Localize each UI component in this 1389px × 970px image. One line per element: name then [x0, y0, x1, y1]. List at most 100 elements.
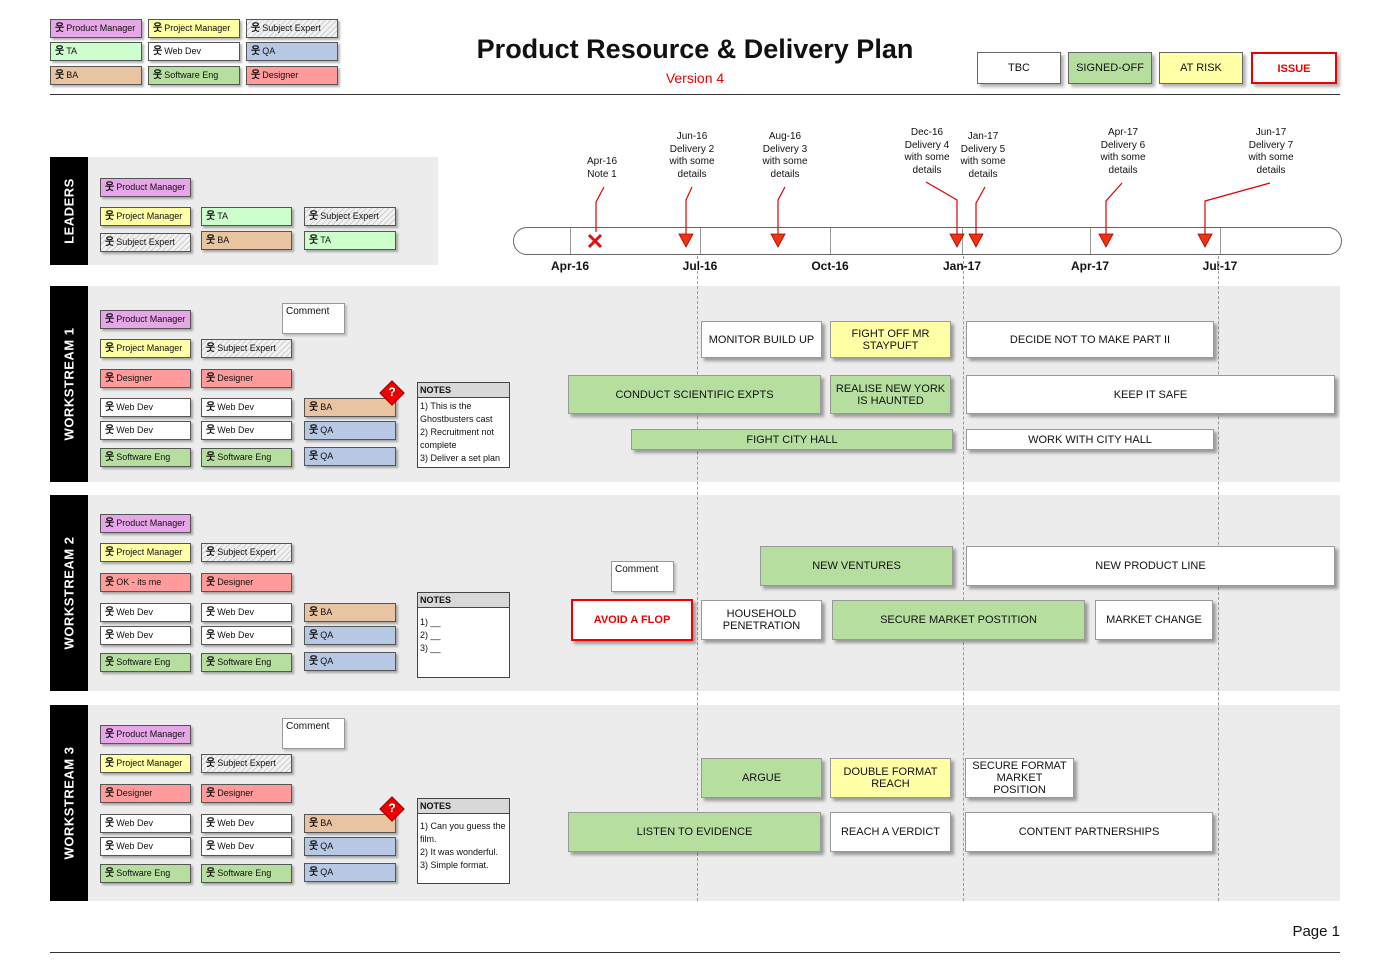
notes-title: NOTES: [418, 593, 509, 608]
legend-tbc: TBC: [977, 52, 1061, 84]
task-card: NEW PRODUCT LINE: [966, 546, 1335, 586]
person-icon: 웃: [55, 46, 65, 57]
tick-label: Jan-17: [942, 259, 982, 273]
person-icon: 웃: [206, 868, 216, 879]
person-icon: 웃: [206, 343, 216, 354]
task-card: REALISE NEW YORK IS HAUNTED: [830, 375, 951, 414]
version-label: Version 4: [665, 70, 725, 86]
page-number: Page 1: [1292, 923, 1340, 940]
delivery-triangle-icon: [770, 233, 786, 248]
person-icon: 웃: [206, 818, 216, 829]
legend-signed-off: SIGNED-OFF: [1068, 52, 1152, 84]
header-divider: [50, 94, 1340, 95]
person-icon: 웃: [206, 607, 216, 618]
delivery-triangle-icon: [949, 233, 965, 248]
milestone-leader-line: [777, 186, 786, 234]
person-icon: 웃: [206, 577, 216, 588]
person-icon: 웃: [309, 607, 319, 618]
task-card-issue: AVOID A FLOP: [571, 599, 693, 641]
person-icon: 웃: [105, 314, 115, 325]
jan17-guide-line: [963, 256, 964, 901]
workstream-3-label: WORKSTREAM 3: [50, 705, 88, 901]
milestone-leader-line: [685, 186, 693, 234]
person-icon: 웃: [153, 23, 163, 34]
person-icon: 웃: [105, 547, 115, 558]
task-card: KEEP IT SAFE: [966, 375, 1335, 414]
notes-title: NOTES: [418, 383, 509, 398]
person-icon: 웃: [105, 607, 115, 618]
task-card: REACH A VERDICT: [830, 812, 951, 852]
milestone-label: Jun-16 Delivery 2 with some details: [669, 131, 715, 180]
footer-divider: [50, 952, 1340, 953]
task-card: CONTENT PARTNERSHIPS: [965, 812, 1213, 852]
delivery-triangle-icon: [1197, 233, 1213, 248]
person-icon: 웃: [105, 868, 115, 879]
person-icon: 웃: [105, 425, 115, 436]
milestone-leader-line: [1204, 182, 1271, 234]
task-card: WORK WITH CITY HALL: [966, 429, 1214, 450]
person-icon: 웃: [105, 657, 115, 668]
tick-label: Jul-16: [682, 259, 718, 273]
notes-title: NOTES: [418, 799, 509, 814]
tick-label: Apr-16: [550, 259, 589, 273]
milestone-label: Jan-17 Delivery 5 with some details: [960, 131, 1006, 180]
person-icon: 웃: [251, 46, 261, 57]
person-icon: 웃: [206, 630, 216, 641]
tick-line: [700, 228, 701, 254]
person-icon: 웃: [105, 402, 115, 413]
task-card: FIGHT OFF MR STAYPUFT: [830, 321, 951, 358]
warning-question-mark: ?: [388, 801, 396, 815]
person-icon: 웃: [105, 182, 115, 193]
person-icon: 웃: [309, 867, 319, 878]
milestone-label: Aug-16 Delivery 3 with some details: [762, 131, 808, 180]
person-icon: 웃: [309, 235, 319, 246]
task-card: DOUBLE FORMAT REACH: [830, 758, 951, 798]
task-card: HOUSEHOLD PENETRATION: [701, 600, 822, 640]
person-icon: 웃: [206, 841, 216, 852]
milestone-leader-line: [1105, 182, 1123, 234]
person-icon: 웃: [206, 425, 216, 436]
person-icon: 웃: [105, 630, 115, 641]
person-icon: 웃: [206, 788, 216, 799]
tick-label: Oct-16: [811, 259, 849, 273]
person-icon: 웃: [105, 818, 115, 829]
person-icon: 웃: [206, 657, 216, 668]
comment-bubble: Comment: [611, 561, 674, 592]
person-icon: 웃: [105, 237, 115, 248]
tick-label: Jul-17: [1202, 259, 1238, 273]
task-card: MARKET CHANGE: [1095, 600, 1213, 640]
notes-body: 1) This is the Ghostbusters cast 2) Recr…: [420, 401, 501, 463]
person-icon: 웃: [309, 841, 319, 852]
milestone-label: Apr-16 Note 1: [586, 156, 617, 180]
tick-line: [1220, 228, 1221, 254]
